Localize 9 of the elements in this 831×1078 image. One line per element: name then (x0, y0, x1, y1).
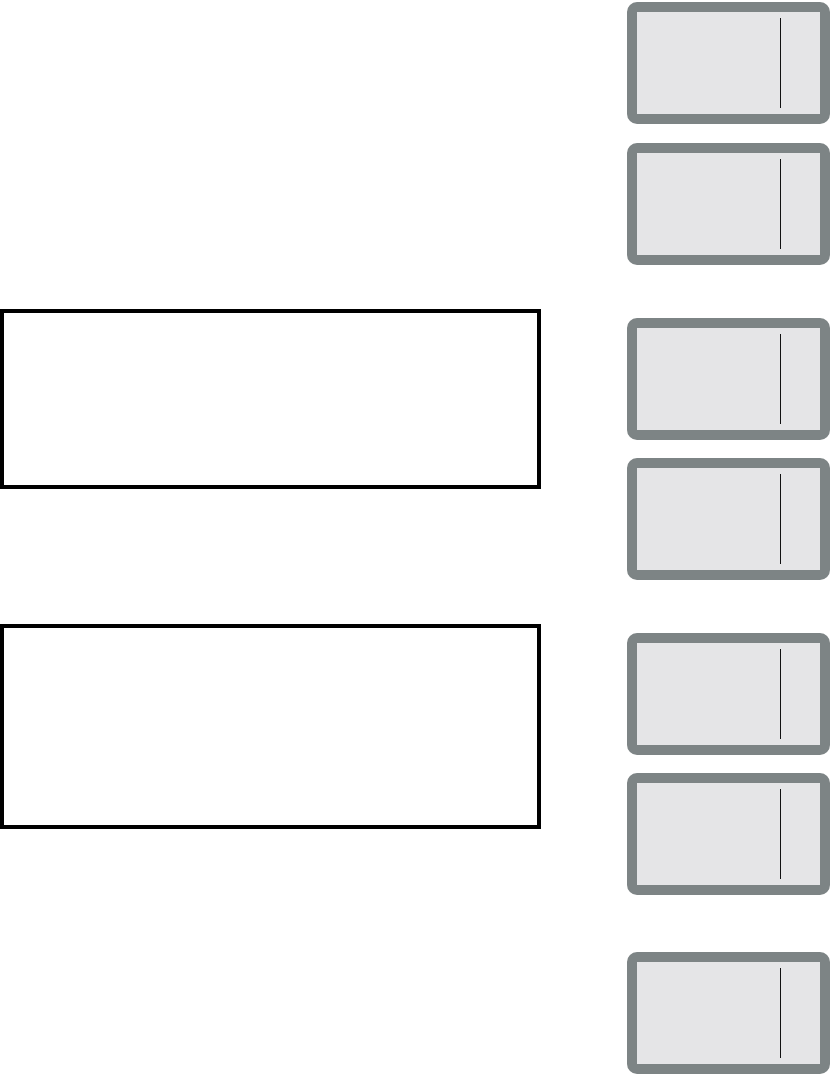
display-panel (627, 952, 830, 1074)
display-panel (627, 2, 830, 124)
display-panel (627, 143, 830, 265)
empty-frame (0, 309, 541, 489)
display-panel (627, 318, 830, 440)
display-panel (627, 633, 830, 755)
empty-frame (0, 624, 541, 829)
display-panel (627, 458, 830, 580)
display-panel (627, 773, 830, 895)
